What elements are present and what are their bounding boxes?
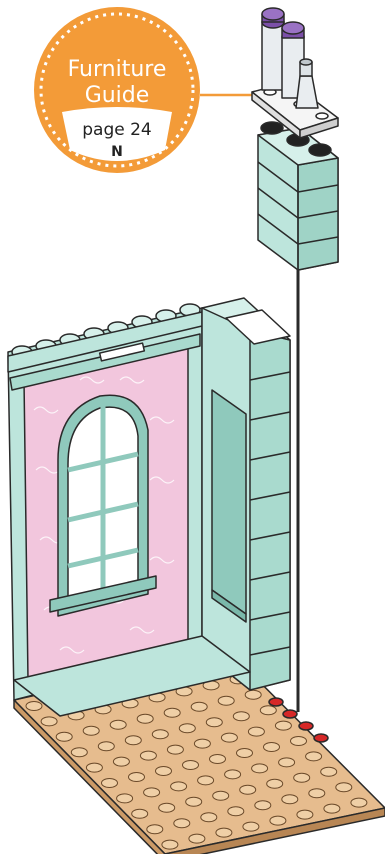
baseplate-stud xyxy=(102,779,118,788)
baseplate-stud xyxy=(270,816,286,825)
baseplate-stud xyxy=(147,825,163,834)
baseplate-stud xyxy=(132,809,148,818)
baseplate-stud xyxy=(216,828,232,837)
baseplate-stud xyxy=(86,763,102,772)
baseplate-stud xyxy=(260,706,276,715)
baseplate-stud xyxy=(306,752,322,761)
baseplate-stud xyxy=(83,726,99,735)
baseplate-stud xyxy=(279,758,295,767)
baseplate-stud xyxy=(41,717,57,726)
baseplate-stud xyxy=(71,748,87,757)
baseplate-stud xyxy=(159,803,175,812)
baseplate-stud xyxy=(162,840,178,849)
baseplate-stud xyxy=(137,714,153,723)
baseplate-stud xyxy=(117,794,133,803)
shelf-with-bottles xyxy=(252,8,338,270)
baseplate-stud xyxy=(240,785,256,794)
baseplate-stud xyxy=(125,736,141,745)
baseplate-stud xyxy=(243,822,259,831)
baseplate-stud xyxy=(291,737,307,746)
badge-page-number: page 24 xyxy=(82,120,152,140)
baseplate-stud xyxy=(264,743,280,752)
baseplate-stud xyxy=(336,783,352,792)
baseplate-stud xyxy=(191,702,207,711)
baseplate-stud xyxy=(275,721,291,730)
baseplate-stud xyxy=(294,773,310,782)
baseplate-stud xyxy=(140,751,156,760)
baseplate-stud xyxy=(210,755,226,764)
baseplate-stud xyxy=(248,727,264,736)
badge-title-line2: Guide xyxy=(85,83,150,108)
baseplate-stud xyxy=(201,813,217,822)
baseplate-stud xyxy=(297,810,313,819)
badge-title-line1: Furniture xyxy=(68,57,167,82)
badge-letter: N xyxy=(111,144,123,160)
baseplate-stud xyxy=(233,712,249,721)
baseplate-stud xyxy=(213,791,229,800)
baseplate-stud xyxy=(206,718,222,727)
baseplate-stud xyxy=(129,773,145,782)
baseplate-stud xyxy=(98,742,114,751)
baseplate-stud xyxy=(237,749,253,758)
baseplate-stud xyxy=(324,804,340,813)
baseplate-stud xyxy=(110,720,126,729)
wall-with-window xyxy=(8,298,290,716)
baseplate-stud xyxy=(194,739,210,748)
baseplate-stud xyxy=(245,690,261,699)
baseplate-stud xyxy=(156,767,172,776)
baseplate-stud xyxy=(267,779,283,788)
baseplate-stud xyxy=(221,733,237,742)
baseplate-stud xyxy=(56,732,72,741)
baseplate-stud xyxy=(228,807,244,816)
baseplate-stud xyxy=(351,798,367,807)
baseplate-stud xyxy=(144,788,160,797)
baseplate-stud xyxy=(26,702,42,711)
baseplate-stud xyxy=(183,761,199,770)
baseplate-stud xyxy=(282,795,298,804)
baseplate-stud xyxy=(167,745,183,754)
baseplate-stud xyxy=(186,797,202,806)
baseplate-stud xyxy=(164,708,180,717)
baseplate-stud xyxy=(198,776,214,785)
baseplate-stud xyxy=(218,696,234,705)
baseplate-stud xyxy=(309,789,325,798)
baseplate-stud xyxy=(179,724,195,733)
baseplate-stud xyxy=(174,819,190,828)
baseplate-stud xyxy=(252,764,268,773)
baseplate-stud xyxy=(171,782,187,791)
baseplate-stud xyxy=(189,834,205,843)
baseplate-stud xyxy=(255,801,271,810)
baseplate-stud xyxy=(225,770,241,779)
furniture-guide-badge: Furniture Guide page 24 N xyxy=(34,7,262,173)
baseplate-stud xyxy=(321,767,337,776)
baseplate-stud xyxy=(152,730,168,739)
baseplate-stud xyxy=(113,757,129,766)
